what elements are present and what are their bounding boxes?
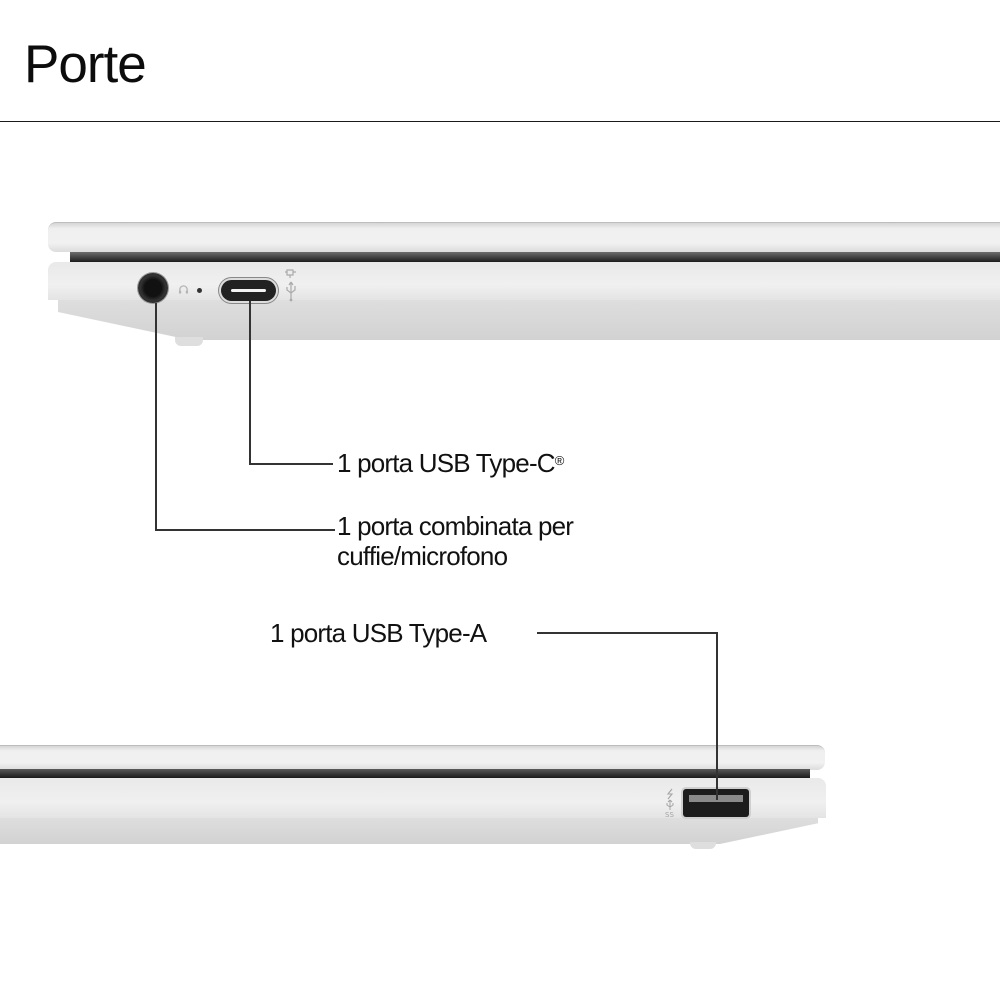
usb-a-callout-horizontal (537, 632, 717, 634)
status-led (197, 288, 202, 293)
usb-power-icon (284, 268, 298, 305)
laptop-base-underside (0, 818, 818, 844)
registered-mark: ® (554, 453, 565, 468)
audio-callout-horizontal (155, 529, 335, 531)
usb-c-callout-vertical (249, 301, 251, 464)
laptop-foot (690, 842, 716, 849)
usb-a-callout-vertical (716, 632, 718, 800)
usb-c-callout-horizontal (249, 463, 333, 465)
audio-jack-port (138, 273, 168, 303)
title-divider (0, 121, 1000, 122)
audio-combo-label-line1: 1 porta combinata per (337, 511, 574, 541)
laptop-base (48, 262, 1000, 300)
usb-superspeed-icon: SS (664, 788, 676, 821)
laptop-lid (0, 745, 825, 770)
audio-callout-vertical (155, 303, 157, 530)
audio-combo-label-line2: cuffie/microfono (337, 541, 508, 571)
usb-c-label-text: 1 porta USB Type-C (337, 448, 556, 478)
laptop-hinge-gap (0, 769, 810, 778)
usb-c-label: 1 porta USB Type-C® (337, 448, 564, 478)
svg-text:SS: SS (665, 811, 674, 818)
laptop-hinge-gap (70, 252, 1000, 262)
usb-a-label: 1 porta USB Type-A (270, 618, 487, 648)
laptop-lid (48, 222, 1000, 252)
usb-c-port (221, 280, 276, 301)
laptop-foot (175, 337, 203, 346)
page-title: Porte (24, 35, 147, 94)
audio-combo-label: 1 porta combinata per cuffie/microfono (337, 511, 574, 571)
laptop-base-underside (58, 300, 1000, 340)
headphone-icon (178, 284, 189, 298)
